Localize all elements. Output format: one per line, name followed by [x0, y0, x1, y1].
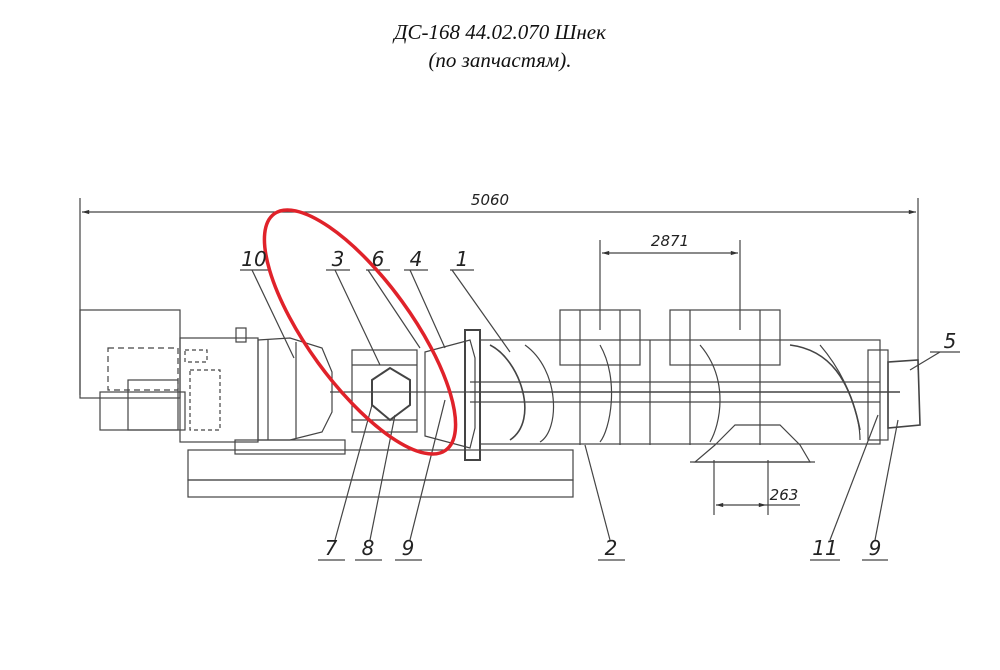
callout-label: 9 [402, 536, 415, 560]
callout-label: 1 [456, 247, 469, 271]
gearbox-10 [257, 337, 333, 441]
motor-housing [79, 309, 181, 399]
callout-label: 8 [362, 536, 375, 560]
callout-label: 6 [372, 247, 385, 271]
callout-label: 11 [812, 536, 837, 560]
drawing-title: ДС-168 44.02.070 Шнек (по запчастям). [0, 18, 1000, 74]
highlight-ellipse [262, 208, 458, 456]
callout-label: 2 [605, 536, 618, 560]
dimension-overall: 5060 [471, 191, 509, 209]
callout-label: 7 [325, 536, 338, 560]
callout-label: 9 [869, 536, 882, 560]
dimension-outlet: 263 [770, 486, 799, 504]
dimension-upper-span: 2871 [651, 232, 689, 250]
callout-label: 3 [332, 247, 345, 271]
right-bearing-5 [887, 359, 921, 429]
callout-label: 10 [241, 247, 266, 271]
callout-label: 4 [410, 247, 423, 271]
title-line-1: ДС-168 44.02.070 Шнек [394, 20, 606, 44]
title-line-2: (по запчастям). [428, 48, 572, 72]
callout-label: 5 [944, 329, 957, 353]
auger-screw [489, 344, 526, 441]
